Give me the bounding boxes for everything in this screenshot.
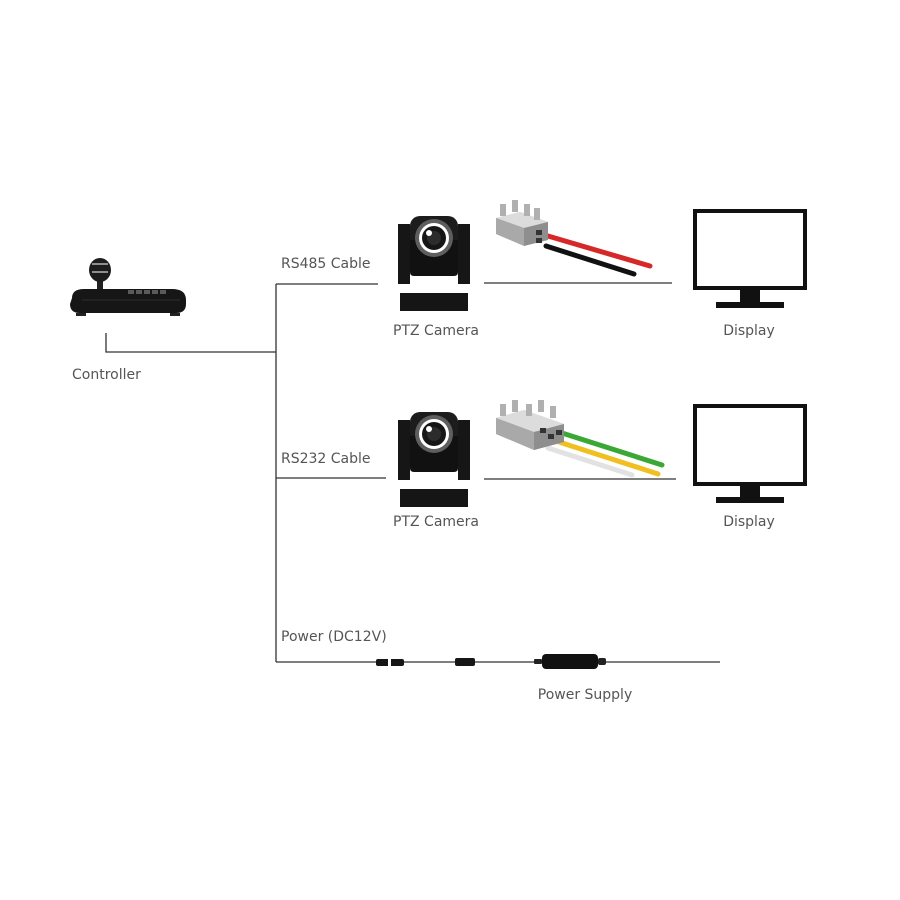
power-adapter-icon bbox=[376, 654, 606, 669]
monitor-icon bbox=[693, 209, 807, 308]
terminal-block-icon bbox=[496, 200, 653, 277]
camera-label-top: PTZ Camera bbox=[393, 323, 479, 339]
ptz-camera-icon bbox=[398, 216, 470, 311]
display-label-bottom: Display bbox=[723, 514, 775, 530]
power-cable-label: Power (DC12V) bbox=[281, 629, 387, 645]
terminal-block-icon bbox=[496, 400, 665, 478]
joystick-controller-icon bbox=[70, 258, 186, 316]
camera-label-bottom: PTZ Camera bbox=[393, 514, 479, 530]
power-supply-label: Power Supply bbox=[537, 687, 633, 703]
controller-label: Controller bbox=[72, 367, 141, 383]
rs232-cable-label: RS232 Cable bbox=[281, 451, 371, 467]
rs485-cable-label: RS485 Cable bbox=[281, 256, 371, 272]
connection-lines bbox=[105, 282, 720, 663]
display-label-top: Display bbox=[723, 323, 775, 339]
controller-link-line bbox=[105, 333, 276, 353]
ptz-camera-icon bbox=[398, 412, 470, 507]
monitor-icon bbox=[693, 404, 807, 503]
